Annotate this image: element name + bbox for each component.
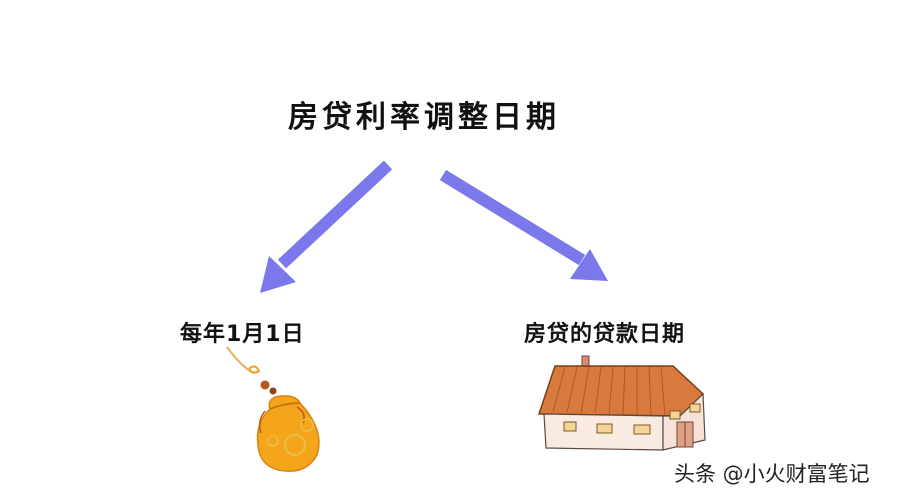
house-icon [537,355,706,451]
diagram-title: 房贷利率调整日期 [288,100,560,135]
arrow-right-icon [439,169,608,281]
branch-label-loan-date: 房贷的贷款日期 [524,322,686,347]
arrow-left-icon [260,160,393,293]
branch-label-new-year: 每年1月1日 [180,322,305,347]
watermark: 头条 @小火财富笔记 [674,462,870,486]
lucky-pouch-icon [226,346,320,472]
